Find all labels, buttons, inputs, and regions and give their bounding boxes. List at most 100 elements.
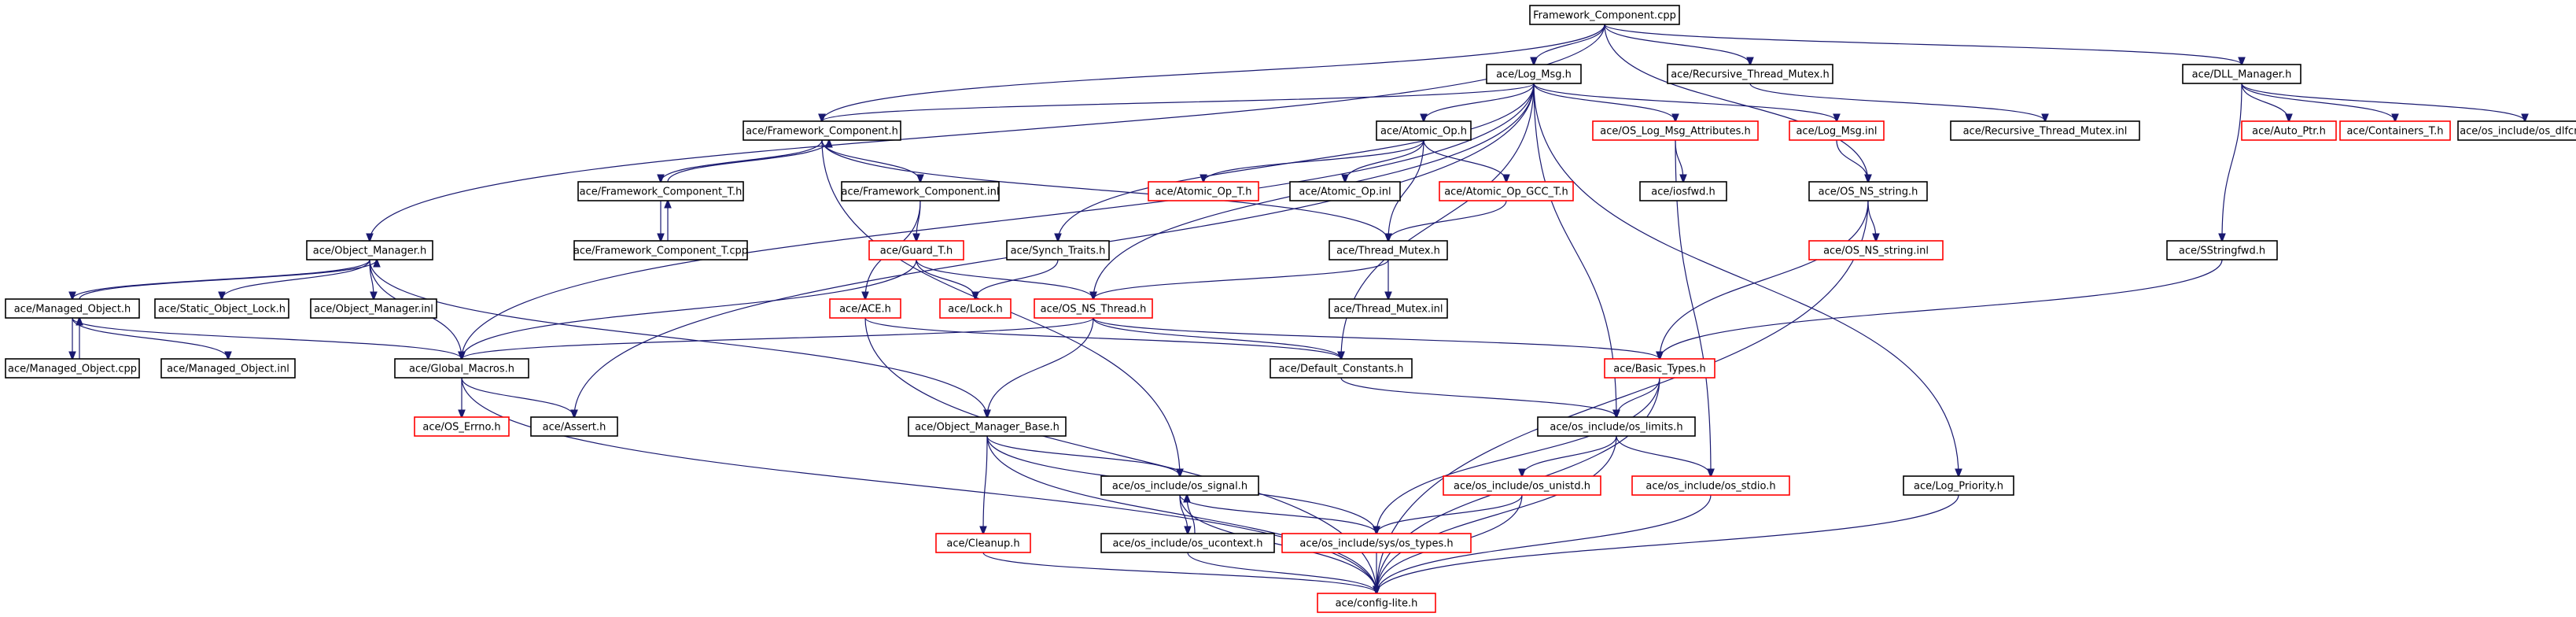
edge-fct-to-fc [667, 140, 829, 183]
node-fctcpp[interactable]: ace/Framework_Component_T.cpp [573, 240, 748, 260]
edge-oslma-to-iosfwd [1675, 139, 1683, 182]
node-osunistd[interactable]: ace/os_include/os_unistd.h [1443, 475, 1601, 496]
node-label: ace/os_include/os_signal.h [1112, 481, 1247, 493]
node-sstringfwd[interactable]: ace/SStringfwd.h [2166, 240, 2278, 260]
node-box [1317, 593, 1436, 613]
node-label: ace/Synch_Traits.h [1011, 246, 1106, 257]
node-ossignal[interactable]: ace/os_include/os_signal.h [1100, 475, 1259, 496]
node-box [1639, 181, 1727, 201]
node-containers[interactable]: ace/Containers_T.h [2339, 120, 2451, 141]
node-synchtraits[interactable]: ace/Synch_Traits.h [1006, 240, 1110, 260]
node-staticobjlock[interactable]: ace/Static_Object_Lock.h [154, 298, 289, 319]
node-osnsthread[interactable]: ace/OS_NS_Thread.h [1034, 298, 1153, 319]
node-box [1604, 358, 1715, 379]
node-root[interactable]: Framework_Component.cpp [1529, 5, 1680, 25]
edge-osucontext-to-ossignal [1187, 495, 1196, 534]
node-assert[interactable]: ace/Assert.h [530, 416, 618, 437]
node-fct[interactable]: ace/Framework_Component_T.h [577, 181, 744, 201]
node-box [935, 533, 1031, 553]
node-label: ace/Log_Priority.h [1914, 481, 2003, 493]
node-label: ace/Managed_Object.cpp [8, 364, 137, 375]
edge-osnsstring-to-basictypes [1660, 200, 1869, 359]
node-objmgrbase[interactable]: ace/Object_Manager_Base.h [908, 416, 1067, 437]
edge-sstringfwd-to-basictypes [1660, 259, 2223, 359]
node-logpriority[interactable]: ace/Log_Priority.h [1903, 475, 2014, 496]
node-atomicopt[interactable]: ace/Atomic_Op_T.h [1148, 181, 1259, 201]
node-fcinl[interactable]: ace/Framework_Component.inl [841, 181, 1000, 201]
edge-atomicop-to-threadmutex [1388, 139, 1424, 241]
node-autoptr[interactable]: ace/Auto_Ptr.h [2241, 120, 2337, 141]
node-label: ace/Global_Macros.h [409, 364, 514, 375]
node-box [1006, 240, 1110, 260]
node-systypes[interactable]: ace/os_include/sys/os_types.h [1281, 533, 1472, 553]
edge-logmsginl-to-osnsstring [1836, 139, 1868, 182]
edge-fc-to-threadmutex [821, 139, 1388, 241]
node-rtminl[interactable]: ace/Recursive_Thread_Mutex.inl [1950, 120, 2140, 141]
node-oslma[interactable]: ace/OS_Log_Msg_Attributes.h [1592, 120, 1759, 141]
node-atomicop[interactable]: ace/Atomic_Op.h [1376, 120, 1472, 141]
node-globalmacros[interactable]: ace/Global_Macros.h [394, 358, 529, 379]
node-managedobj[interactable]: ace/Managed_Object.h [5, 298, 140, 319]
edge-objmgrbase-to-ossignal [986, 435, 1180, 476]
node-osnsstringinl[interactable]: ace/OS_NS_string.inl [1808, 240, 1944, 260]
edge-logmsg-to-atomicop [1424, 83, 1535, 121]
node-dll[interactable]: ace/DLL_Manager.h [2182, 64, 2301, 84]
node-defconst[interactable]: ace/Default_Constants.h [1270, 358, 1413, 379]
node-logmsg[interactable]: ace/Log_Msg.h [1486, 64, 1582, 84]
node-box [1950, 120, 2140, 141]
node-label: ace/OS_NS_string.inl [1823, 246, 1929, 257]
node-managedobjcpp[interactable]: ace/Managed_Object.cpp [5, 358, 140, 379]
node-atomicopinl[interactable]: ace/Atomic_Op.inl [1289, 181, 1401, 201]
node-box [1537, 416, 1696, 437]
node-atomicgcc[interactable]: ace/Atomic_Op_GCC_T.h [1439, 181, 1574, 201]
edge-atomicop-to-atomicgcc [1423, 139, 1506, 182]
node-label: ace/OS_Log_Msg_Attributes.h [1600, 126, 1750, 138]
node-label: ace/os_include/os_stdio.h [1645, 481, 1775, 493]
node-box [1329, 298, 1448, 319]
node-box [306, 240, 433, 260]
node-lock[interactable]: ace/Lock.h [939, 298, 1012, 319]
node-basictypes[interactable]: ace/Basic_Types.h [1604, 358, 1715, 379]
edge-threadmutex-to-osnsthread [1093, 259, 1389, 299]
node-oslimits[interactable]: ace/os_include/os_limits.h [1537, 416, 1696, 437]
edge-oslma-to-osstdio [1675, 139, 1711, 476]
node-objmgrinl[interactable]: ace/Object_Manager.inl [310, 298, 437, 319]
node-osstdio[interactable]: ace/os_include/os_stdio.h [1631, 475, 1790, 496]
node-label: ace/Recursive_Thread_Mutex.h [1671, 69, 1830, 81]
edge-osstdio-to-configlite [1376, 494, 1712, 593]
node-label: ace/SStringfwd.h [2179, 246, 2265, 257]
edge-logmsg-to-logpriority [1533, 83, 1959, 476]
node-acehdr[interactable]: ace/ACE.h [829, 298, 901, 319]
node-box [1903, 475, 2014, 496]
node-box [530, 416, 618, 437]
node-managedobjinl[interactable]: ace/Managed_Object.inl [160, 358, 296, 379]
node-dlfcn[interactable]: ace/os_include/os_dlfcn.h [2457, 120, 2576, 141]
node-box [1789, 120, 1885, 141]
edge-osnsthread-to-defconst [1093, 317, 1341, 359]
edge-root-to-rtm [1604, 24, 1750, 65]
edge-root-to-osnsstring [1604, 24, 1868, 182]
node-label: Framework_Component.cpp [1533, 10, 1676, 22]
edge-basictypes-to-systypes [1376, 377, 1660, 534]
node-threadmutexinl[interactable]: ace/Thread_Mutex.inl [1329, 298, 1448, 319]
node-threadmutex[interactable]: ace/Thread_Mutex.h [1329, 240, 1448, 260]
edge-defconst-to-oslimits [1340, 377, 1616, 417]
node-osucontext[interactable]: ace/os_include/os_ucontext.h [1100, 533, 1275, 553]
node-fc[interactable]: ace/Framework_Component.h [743, 120, 901, 141]
node-iosfwd[interactable]: ace/iosfwd.h [1639, 181, 1727, 201]
edge-root-to-fc [822, 24, 1605, 121]
node-guardt[interactable]: ace/Guard_T.h [868, 240, 964, 260]
node-label: ace/ACE.h [839, 304, 891, 316]
node-objmgr[interactable]: ace/Object_Manager.h [306, 240, 433, 260]
node-box [2457, 120, 2576, 141]
node-osnsstring[interactable]: ace/OS_NS_string.h [1808, 181, 1928, 201]
node-oserrno[interactable]: ace/OS_Errno.h [414, 416, 510, 437]
node-rtm[interactable]: ace/Recursive_Thread_Mutex.h [1667, 64, 1833, 84]
node-configlite[interactable]: ace/config-lite.h [1317, 593, 1436, 613]
node-label: ace/os_include/sys/os_types.h [1299, 538, 1453, 550]
node-logmsginl[interactable]: ace/Log_Msg.inl [1789, 120, 1885, 141]
node-label: ace/Object_Manager.inl [314, 304, 433, 316]
node-box [1270, 358, 1413, 379]
node-cleanup[interactable]: ace/Cleanup.h [935, 533, 1031, 553]
